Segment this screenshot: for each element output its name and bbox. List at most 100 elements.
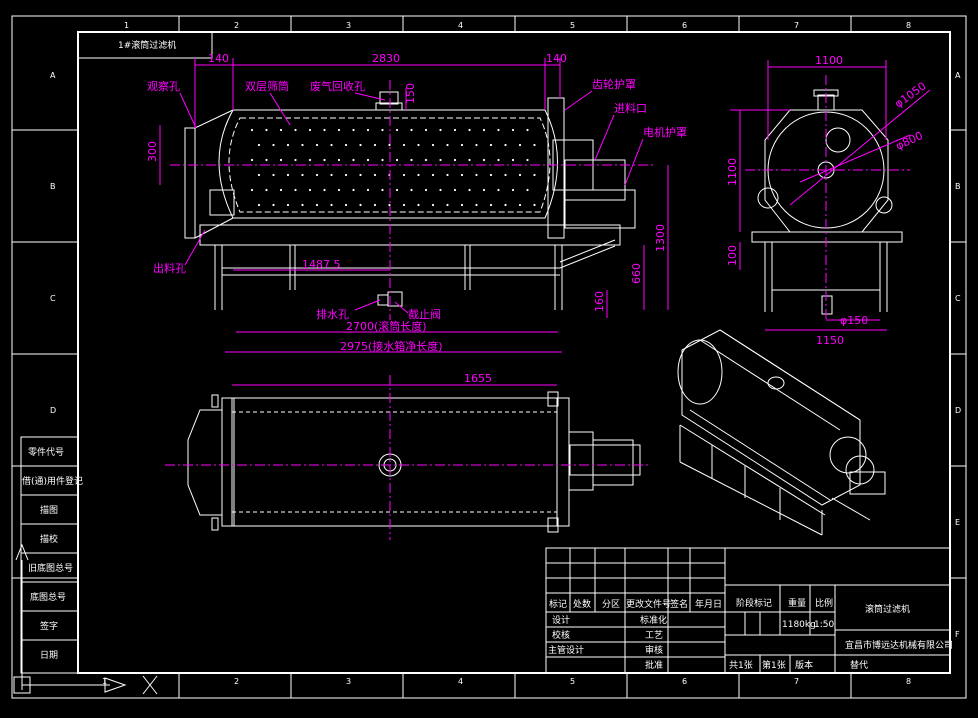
dim-100: 100 [726, 245, 739, 266]
perforation-dot [373, 203, 377, 207]
perforation-dot [431, 173, 435, 177]
callout-gear-guard: 齿轮护罩 [592, 77, 636, 91]
perforation-dot [504, 203, 507, 207]
perforation-dot [497, 128, 500, 132]
ucs-icon [13, 543, 158, 695]
perforation-dot [518, 173, 522, 177]
perforation-dot [395, 158, 399, 162]
tb-weight-value: 1180kg [782, 620, 816, 630]
front-view-callouts: 观察孔 双层筛筒 废气回收孔 齿轮护罩 进料口 电机护罩 出料孔 排水孔 截止阀 [147, 77, 687, 321]
perforation-dot [381, 128, 384, 132]
perforation-dot [330, 173, 333, 177]
top-view: 1655 [165, 372, 650, 540]
perforation-dot [381, 158, 384, 162]
perforation-dot [344, 173, 348, 177]
perforation-dot [518, 203, 522, 207]
dim-160: 160 [593, 291, 606, 312]
dim-1655: 1655 [464, 372, 492, 385]
perforation-dot [359, 203, 362, 207]
callout-double-drum: 双层筛筒 [245, 79, 289, 93]
left-table-row-2: 描图 [40, 504, 58, 516]
perforation-dot [294, 128, 297, 132]
tb-header-4: 签名 [670, 598, 688, 610]
tb-product-name: 滚筒过滤机 [865, 603, 910, 615]
perforation-dot [482, 128, 486, 132]
perforation-dot [388, 203, 391, 207]
title-tag: 1#滚筒过滤机 [77, 31, 213, 59]
callout-motor-guard: 电机护罩 [643, 125, 687, 139]
left-table-row-6: 签字 [40, 620, 58, 632]
perforation-dot [257, 203, 261, 207]
perforation-dot [395, 128, 399, 132]
perforation-dot [286, 203, 290, 207]
zone-left-D: D [50, 406, 56, 415]
callout-stop-valve: 截止阀 [408, 307, 441, 321]
zone-left-C: C [50, 294, 56, 303]
tb-row-check: 校核 [552, 629, 570, 641]
dim-800: φ800 [894, 129, 925, 153]
perforation-dot [352, 158, 355, 162]
perforation-dot [460, 143, 464, 147]
perforation-dot [272, 173, 275, 177]
perforation-dot [489, 143, 493, 147]
zone-bottom-2: 2 [234, 677, 239, 686]
perforation-dot [511, 188, 515, 192]
perforation-dot [504, 173, 507, 177]
perforation-dot [315, 143, 319, 147]
tb-scale-value: 1:50 [814, 620, 834, 630]
tb-row-design: 设计 [552, 614, 570, 626]
perforation-dot [482, 158, 486, 162]
perforation-dot [366, 188, 370, 192]
perforation-dot [279, 188, 283, 192]
perforation-dot [417, 173, 420, 177]
perforation-dot [323, 188, 326, 192]
tb-row-approve: 批准 [645, 659, 663, 671]
perforation-dot [468, 158, 471, 162]
perforation-dot [497, 158, 500, 162]
tb-header-3: 更改文件号 [626, 598, 671, 610]
zone-top-2: 2 [234, 21, 239, 30]
perforation-dot [373, 143, 377, 147]
perforation-dot [475, 203, 478, 207]
perforation-dot [453, 188, 457, 192]
perforation-dot [279, 128, 283, 132]
tb-header-5: 年月日 [695, 598, 722, 610]
perforation-dot [366, 158, 370, 162]
dim-140-left: 140 [208, 52, 229, 65]
side-view-dimensions: 1100 1100 100 φ1050 φ800 φ150 1150 [726, 54, 931, 347]
perforation-dot [315, 203, 319, 207]
perforation-dot [323, 158, 326, 162]
perforation-dot [315, 173, 319, 177]
zone-top-8: 8 [906, 21, 911, 30]
title-block: 标记 处数 分区 更改文件号 签名 年月日 设计 校核 主管设计 标准化 工艺 … [545, 547, 953, 674]
perforation-dot [344, 143, 348, 147]
tb-row-standard: 标准化 [640, 614, 667, 626]
left-table-row-7: 日期 [40, 650, 58, 661]
perforation-dot [265, 128, 268, 132]
perforation-dot [301, 173, 304, 177]
perforation-dot [424, 188, 428, 192]
zone-bottom-5: 5 [570, 677, 575, 686]
perforation-dot [468, 188, 471, 192]
perforation-dot [417, 203, 420, 207]
zone-top-7: 7 [794, 21, 799, 30]
perforation-dot [446, 143, 449, 147]
dim-1150: 1150 [816, 334, 844, 347]
zone-right-A: A [955, 71, 961, 80]
perforation-dot [250, 188, 254, 192]
zone-top-3: 3 [346, 21, 351, 30]
perforation-dot [410, 158, 413, 162]
perforation-dot [446, 203, 449, 207]
tb-company: 宜昌市博远达机械有限公司 [845, 639, 953, 651]
tb-replace: 替代 [850, 659, 868, 671]
title-tag-text: 1#滚筒过滤机 [118, 39, 176, 51]
perforation-dot [511, 158, 515, 162]
perforation-dot [308, 158, 312, 162]
tb-scale-label: 比例 [815, 597, 833, 609]
tb-stage-label: 阶段标记 [736, 597, 772, 609]
zone-left-A: A [50, 71, 56, 80]
tb-sheets: 共1张 [729, 660, 753, 671]
isometric-view [677, 329, 886, 536]
callout-exhaust-hole: 废气回收孔 [310, 79, 365, 93]
